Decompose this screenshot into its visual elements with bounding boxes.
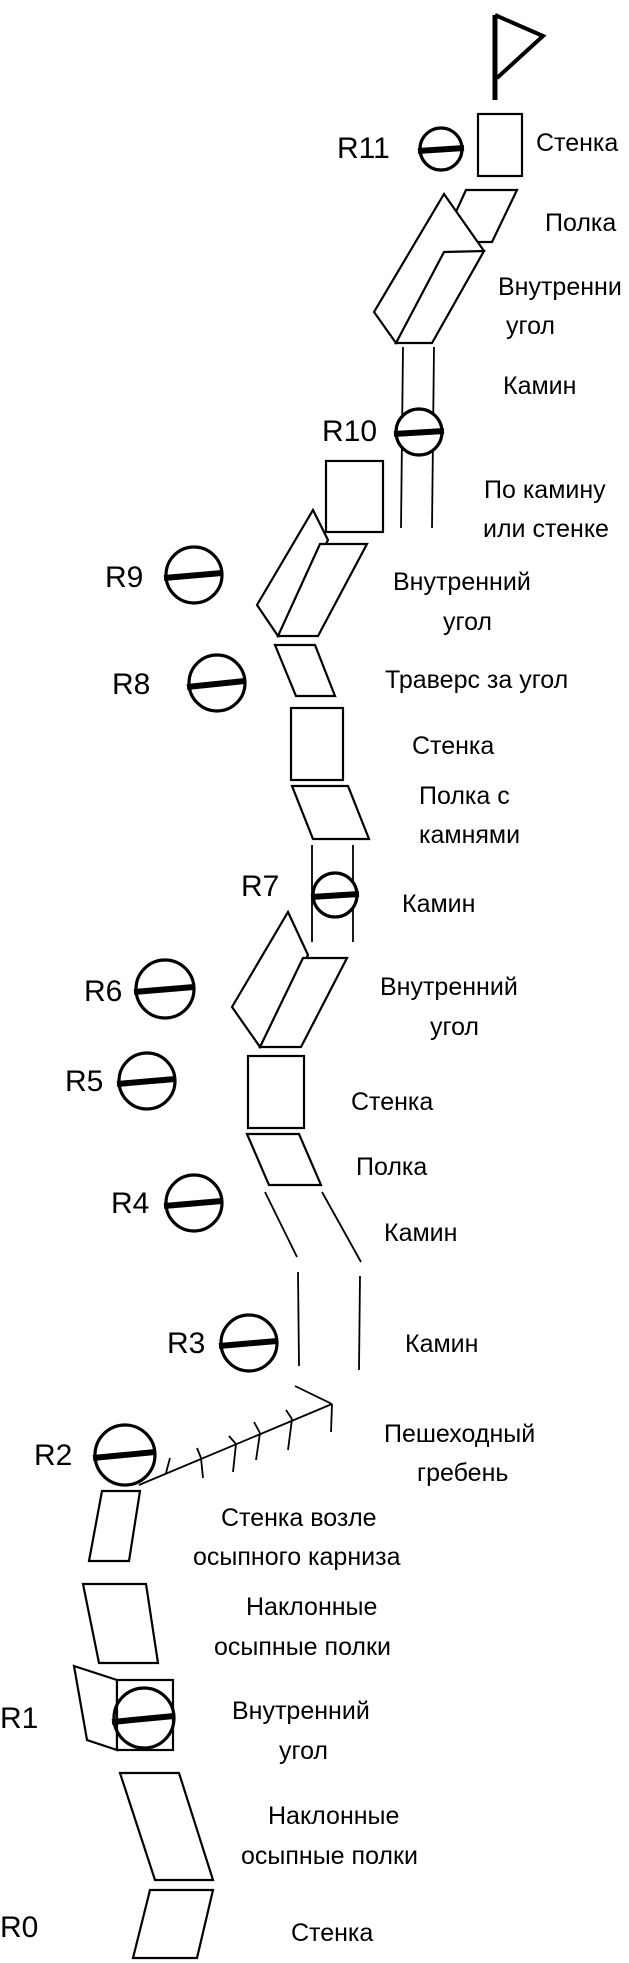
section-label-chimney-4: Камин [405,1330,478,1358]
anchor-label-R2: R2 [34,1439,72,1472]
section-label-wall-top: Стенка [536,129,618,157]
wall-top-shape [476,112,524,178]
svg-text:По камину: По камину [484,476,606,504]
anchor-label-R0: R0 [0,1911,38,1944]
section-label-ledge-top: Полка [545,209,616,237]
svg-text:Внутренни: Внутренни [498,273,622,301]
inner-corner-bottom-shape [72,1664,175,1752]
wall-bottom-shape [131,1888,215,1960]
section-label-wall-3: Стенка [351,1088,433,1116]
chimney-4-lines [297,1271,361,1371]
section-label-chimney-top: Камин [503,372,576,400]
inner-corner-top-shape [372,191,486,345]
section-label-wall-cornice: Стенка возле осыпного карниза [193,1504,401,1571]
anchor-label-R5: R5 [65,1065,103,1098]
section-label-scree-ledges-1: Наклонные осыпные полки [214,1593,391,1661]
svg-text:Внутренний: Внутренний [393,568,531,596]
svg-text:Внутренний: Внутренний [380,973,518,1001]
ledge-2-shape [245,1132,323,1187]
scree-ledges-1-shape [81,1582,160,1665]
svg-text:гребень: гребень [417,1459,508,1487]
svg-text:Внутренний: Внутренний [232,1697,370,1725]
svg-text:Стенка возле: Стенка возле [221,1504,377,1532]
anchor-symbol-R6 [133,958,196,1020]
anchor-symbol-R8 [186,653,247,713]
anchor-label-R6: R6 [84,975,122,1008]
chimney-or-wall-shape [324,459,385,534]
ledge-stones-shape [290,784,371,841]
section-label-wall-bottom: Стенка [291,1919,373,1947]
svg-text:или стенке: или стенке [483,515,609,543]
wall-3-shape [246,1054,306,1130]
svg-text:угол: угол [279,1737,328,1765]
summit-flag-icon [492,13,547,100]
anchor-label-R7: R7 [241,870,279,903]
walking-ridge-shape [138,1385,333,1486]
anchor-symbol-R9 [163,545,224,605]
inner-corner-2-shape [255,507,369,639]
svg-text:Полка с: Полка с [419,782,510,810]
anchor-symbol-R3 [218,1313,279,1373]
svg-text:угол: угол [443,608,492,636]
section-label-ledge-stones: Полка с камнями [419,782,520,849]
anchor-symbol-R11 [417,126,465,172]
section-label-corner-top: Внутренни угол [498,273,622,340]
svg-text:осыпные полки: осыпные полки [214,1633,391,1661]
anchor-label-R10: R10 [322,415,377,448]
anchor-label-R8: R8 [112,668,150,701]
traverse-shape [273,643,337,698]
section-label-scree-ledges-2: Наклонные осыпные полки [241,1802,418,1870]
section-label-chimney-or-wall: По камину или стенке [483,476,609,543]
section-label-wall-2: Стенка [412,732,494,760]
section-label-corner-2: Внутренний угол [393,568,531,636]
anchor-symbol-R2 [92,1423,157,1487]
anchor-symbol-R10 [393,407,445,457]
svg-text:Наклонные: Наклонные [268,1802,399,1830]
svg-text:камнями: камнями [419,821,520,849]
svg-text:осыпные полки: осыпные полки [241,1842,418,1870]
anchor-symbol-R7 [310,871,360,919]
chimney-3-lines [264,1191,362,1263]
anchor-symbol-R1 [111,1686,176,1750]
svg-text:Пешеходный: Пешеходный [384,1420,535,1448]
anchor-label-R11: R11 [337,132,390,165]
anchor-label-R3: R3 [167,1327,205,1360]
scree-ledges-2-shape [118,1771,215,1882]
svg-text:осыпного карниза: осыпного карниза [193,1543,401,1571]
wall-cornice-shape [87,1489,142,1563]
section-label-chimney-3: Камин [384,1219,457,1247]
section-label-traverse: Траверс за угол [385,666,568,694]
inner-corner-3-shape [230,909,349,1050]
anchor-label-R1: R1 [0,1702,38,1735]
section-label-corner-3: Внутренний угол [380,973,518,1041]
svg-text:угол: угол [430,1013,479,1041]
section-label-ridge: Пешеходный гребень [384,1420,535,1487]
anchor-symbol-R4 [163,1173,224,1233]
svg-text:Наклонные: Наклонные [246,1593,377,1621]
section-label-ledge-2: Полка [356,1153,427,1181]
section-label-corner-bottom: Внутренний угол [232,1697,370,1765]
anchor-label-R4: R4 [111,1187,149,1220]
anchor-label-R9: R9 [105,561,143,594]
svg-text:угол: угол [506,312,555,340]
wall-2-shape [289,706,345,782]
section-label-chimney-2: Камин [402,890,475,918]
anchor-symbol-R5 [116,1051,177,1111]
